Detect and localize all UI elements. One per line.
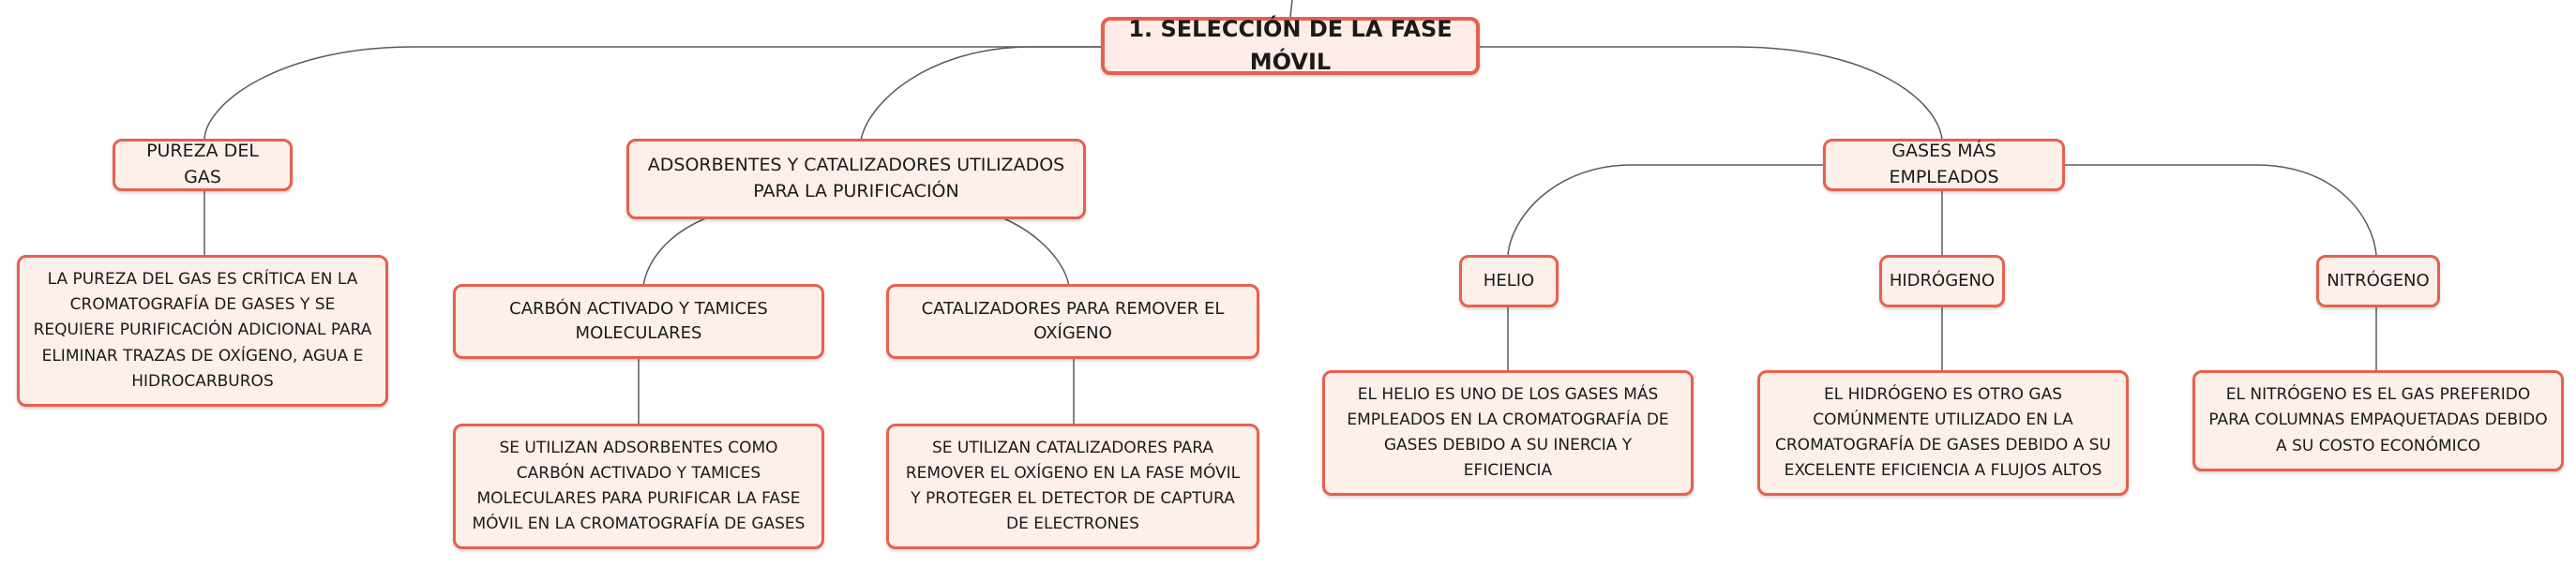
node-nitrogeno[interactable]: NITRÓGENO [2316,255,2440,307]
node-catalizadores-desc[interactable]: SE UTILIZAN CATALIZADORES PARA REMOVER E… [886,424,1259,549]
node-carbon-desc[interactable]: SE UTILIZAN ADSORBENTES COMO CARBÓN ACTI… [453,424,824,549]
node-nitrogeno-desc[interactable]: EL NITRÓGENO ES EL GAS PREFERIDO PARA CO… [2192,370,2564,471]
connector-adsorbentes-carbon [642,216,709,287]
node-hidrogeno-desc[interactable]: EL HIDRÓGENO ES OTRO GAS COMÚNMENTE UTIL… [1757,370,2129,496]
node-hidrogeno-label: HIDRÓGENO [1889,270,1996,291]
node-root-label: 1. SELECCIÓN DE LA FASE MÓVIL [1128,16,1453,75]
node-hidrogeno[interactable]: HIDRÓGENO [1879,255,2005,307]
node-hidrogeno-desc-text: EL HIDRÓGENO ES OTRO GAS COMÚNMENTE UTIL… [1775,384,2111,481]
node-helio[interactable]: HELIO [1459,255,1559,307]
node-pureza-label: PUREZA DEL GAS [146,141,259,187]
node-pureza-del-gas[interactable]: PUREZA DEL GAS [113,139,293,191]
connector-root-adsorbentes [860,46,1107,142]
node-carbon-desc-text: SE UTILIZAN ADSORBENTES COMO CARBÓN ACTI… [472,438,806,534]
connector-gases-helio [1507,164,1824,256]
node-adsorbentes-label: ADSORBENTES Y CATALIZADORES UTILIZADOS P… [647,155,1065,201]
node-nitrogeno-label: NITRÓGENO [2327,270,2430,291]
node-root[interactable]: 1. SELECCIÓN DE LA FASE MÓVIL [1101,16,1480,75]
connector-gases-nitrogeno [2063,164,2377,256]
connector-root-pureza [203,46,1107,142]
connector-root-parent [1289,0,1293,18]
node-catalizadores[interactable]: CATALIZADORES PARA REMOVER EL OXÍGENO [886,284,1259,359]
node-pureza-desc-text: LA PUREZA DEL GAS ES CRÍTICA EN LA CROMA… [33,270,372,391]
node-catalizadores-desc-text: SE UTILIZAN CATALIZADORES PARA REMOVER E… [905,438,1241,534]
node-catalizadores-label: CATALIZADORES PARA REMOVER EL OXÍGENO [921,298,1225,343]
node-adsorbentes[interactable]: ADSORBENTES Y CATALIZADORES UTILIZADOS P… [626,139,1086,219]
node-gases-label: GASES MÁS EMPLEADOS [1889,141,1999,187]
node-carbon-label: CARBÓN ACTIVADO Y TAMICES MOLECULARES [509,298,768,343]
node-helio-desc[interactable]: EL HELIO ES UNO DE LOS GASES MÁS EMPLEAD… [1322,370,1694,496]
node-helio-label: HELIO [1483,270,1535,291]
node-gases[interactable]: GASES MÁS EMPLEADOS [1823,139,2065,191]
connector-root-gases [1479,46,1943,142]
node-helio-desc-text: EL HELIO ES UNO DE LOS GASES MÁS EMPLEAD… [1347,384,1669,481]
node-nitrogeno-desc-text: EL NITRÓGENO ES EL GAS PREFERIDO PARA CO… [2208,385,2548,455]
node-carbon-activado[interactable]: CARBÓN ACTIVADO Y TAMICES MOLECULARES [453,284,824,359]
node-pureza-desc[interactable]: LA PUREZA DEL GAS ES CRÍTICA EN LA CROMA… [17,255,388,407]
connector-adsorbentes-catalizadores [1001,216,1070,287]
